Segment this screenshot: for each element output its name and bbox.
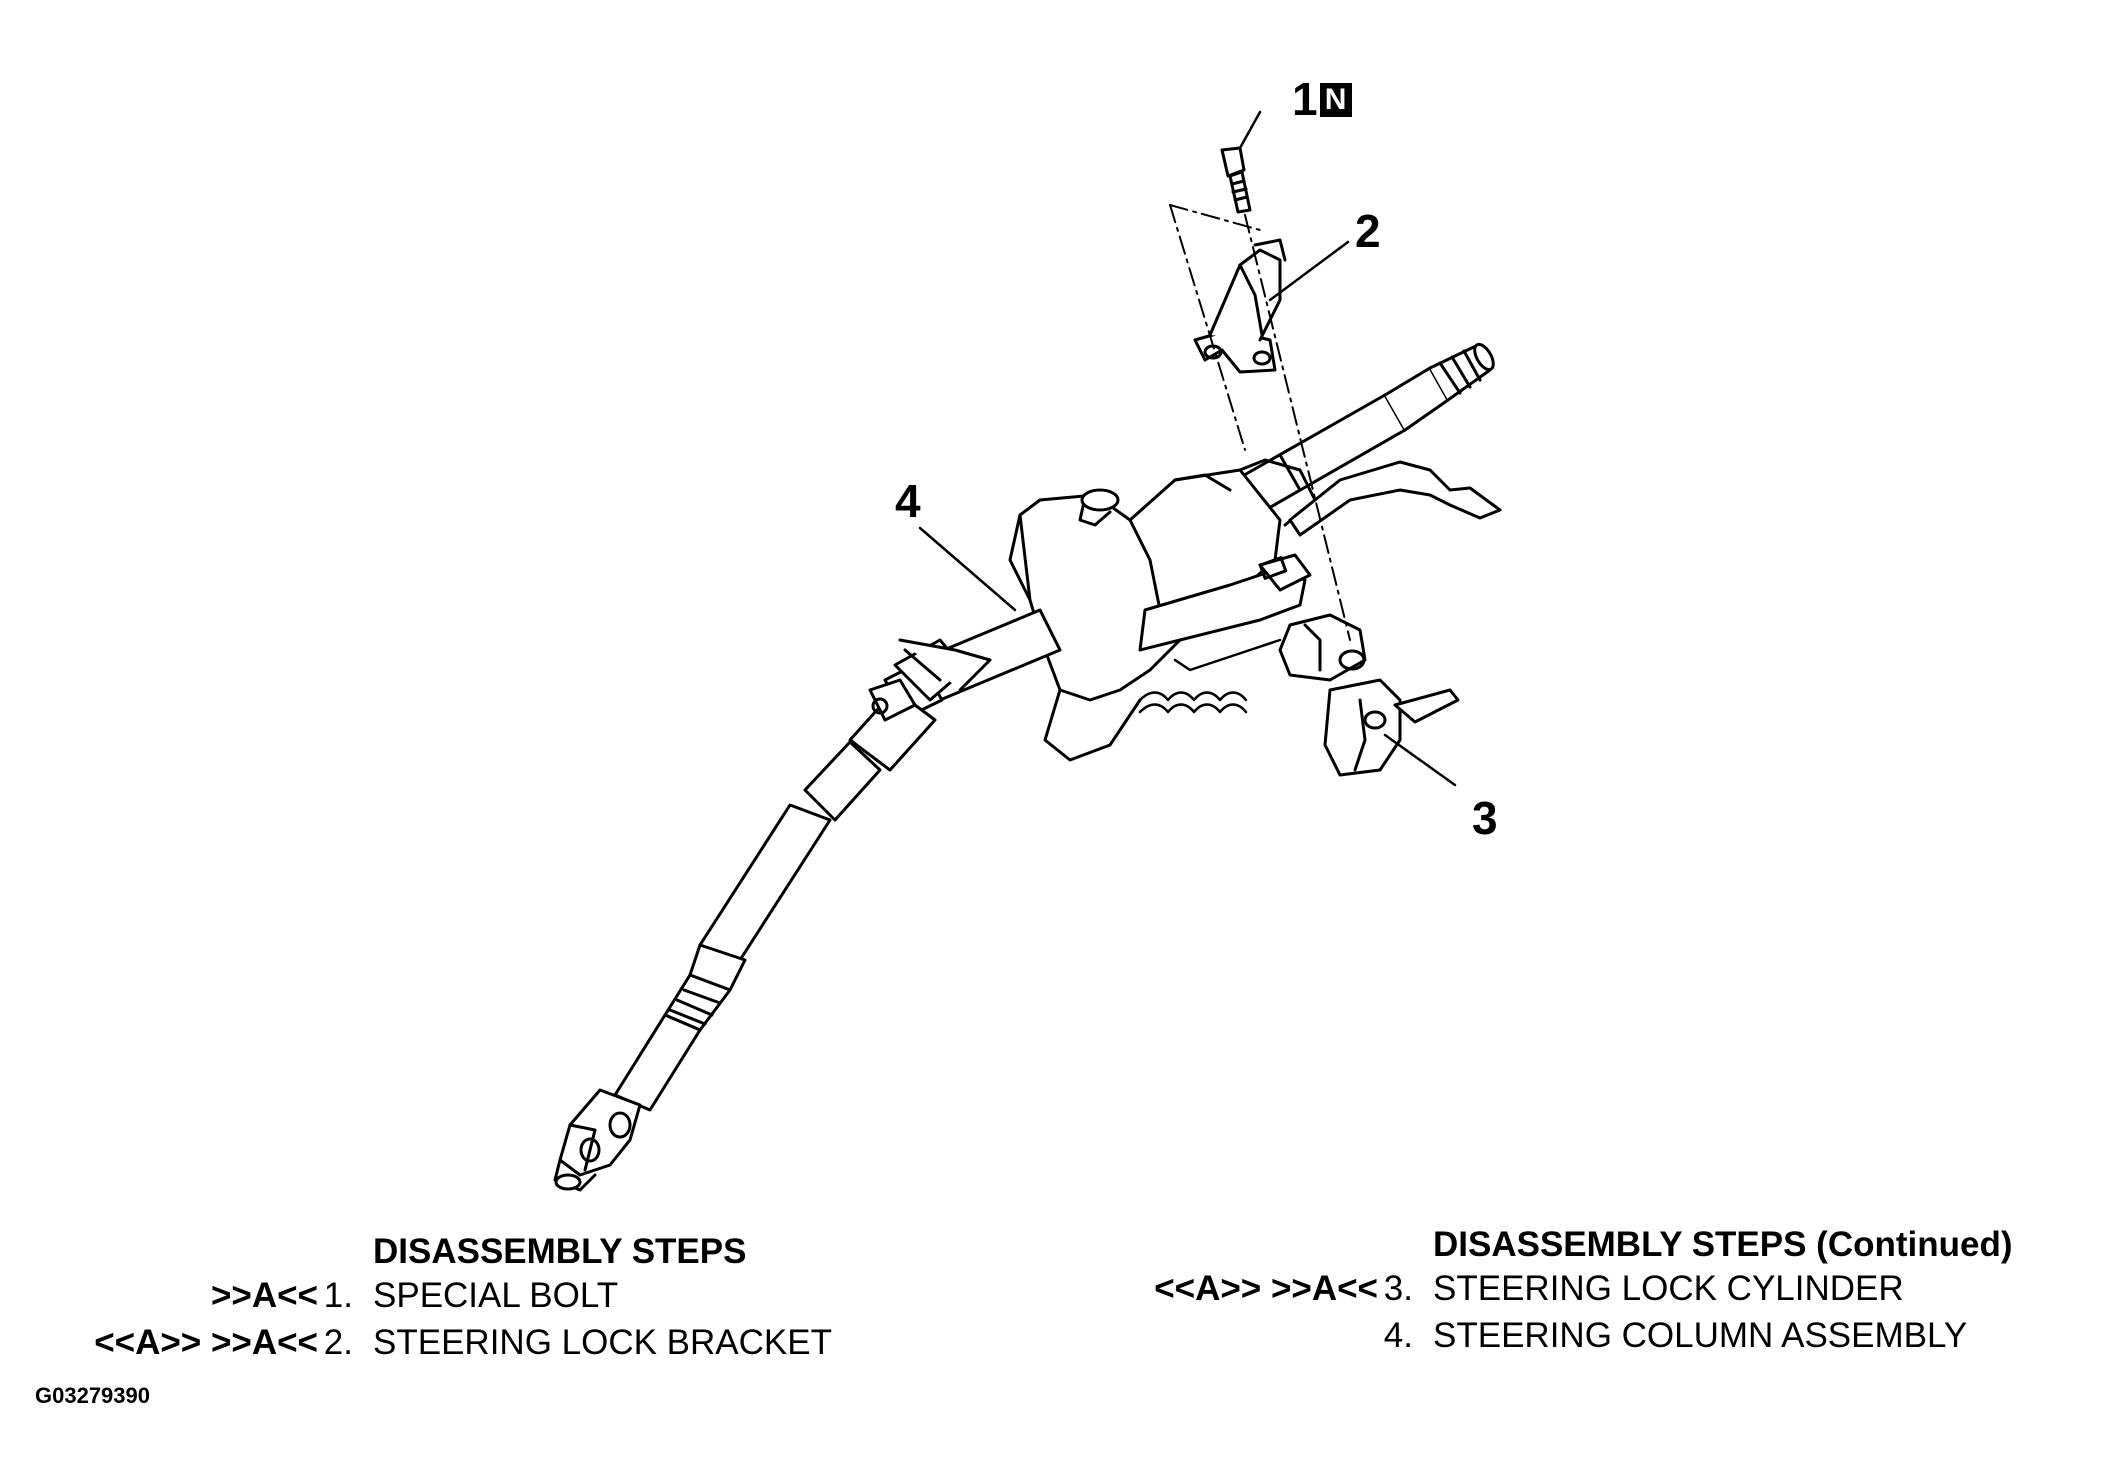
steering-lock-cylinder: [1278, 613, 1460, 777]
step-row: >>A<< 1. SPECIAL BOLT: [211, 1276, 832, 1323]
upper-universal-joint: [868, 638, 992, 722]
step-row: 4. STEERING COLUMN ASSEMBLY: [1384, 1316, 2013, 1363]
callout-3: 3: [1472, 792, 1498, 844]
callout-1-badge: N: [1319, 83, 1352, 117]
step-number: 3.: [1383, 1269, 1413, 1308]
step-row: <<A>> >>A<< 3. STEERING LOCK CYLINDER: [1154, 1269, 2013, 1316]
step-number: 4.: [1383, 1316, 1413, 1355]
disassembly-steps-left: DISASSEMBLY STEPS >>A<< 1. SPECIAL BOLT …: [94, 1232, 832, 1370]
tilt-spring: [1138, 638, 1282, 714]
alignment-lines: [1169, 204, 1351, 641]
step-row: <<A>> >>A<< 2. STEERING LOCK BRACKET: [94, 1323, 832, 1370]
leader-lines: [918, 110, 1457, 787]
steering-lock-bracket: [1193, 238, 1287, 374]
steps-heading: DISASSEMBLY STEPS: [373, 1232, 747, 1271]
column-mounting-bracket: [1138, 553, 1312, 652]
step-label: SPECIAL BOLT: [373, 1276, 619, 1315]
step-label: STEERING COLUMN ASSEMBLY: [1433, 1316, 1968, 1355]
step-label: STEERING LOCK BRACKET: [373, 1323, 832, 1362]
callout-4: 4: [895, 475, 921, 527]
intermediate-shaft: [613, 608, 1062, 1112]
step-number: 2.: [323, 1323, 353, 1362]
steps-heading: DISASSEMBLY STEPS (Continued): [1433, 1225, 2013, 1264]
lower-universal-joint: [553, 1088, 642, 1192]
special-bolt: [1220, 146, 1252, 214]
callout-2: 2: [1355, 205, 1381, 257]
step-codes: >>A<<: [210, 1276, 318, 1315]
figure-id: G03279390: [35, 1383, 150, 1408]
step-number: 1.: [323, 1276, 353, 1315]
step-codes: <<A>> >>A<<: [94, 1323, 318, 1362]
step-label: STEERING LOCK CYLINDER: [1433, 1269, 1904, 1308]
callout-1-number: 1: [1292, 73, 1318, 125]
disassembly-steps-right: DISASSEMBLY STEPS (Continued) <<A>> >>A<…: [1154, 1225, 2013, 1363]
tilt-lever: [1288, 460, 1502, 537]
step-codes: <<A>> >>A<<: [1154, 1269, 1378, 1308]
